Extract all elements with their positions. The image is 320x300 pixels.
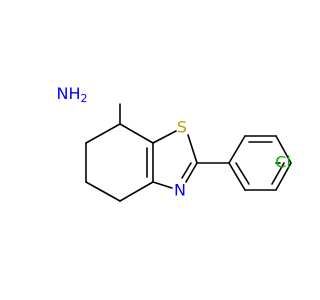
bond-ph-4 (275, 162, 292, 191)
atom-amine-label: NH2 (57, 84, 88, 106)
bond-s-c2 (187, 134, 198, 164)
amine-label: NH (57, 84, 81, 103)
bond-ch2-c3a (119, 181, 154, 202)
bond-c7-c7a (119, 123, 154, 144)
atom-chlorine-label: Cl (275, 153, 291, 172)
atom-nitrogen-label: N (174, 181, 186, 200)
bond-ph-3 (275, 135, 292, 164)
bond-ph-double-b (271, 162, 285, 185)
atom-sulfur-label: S (177, 118, 187, 137)
bond-c3a-n (152, 181, 173, 189)
bond-ph-1 (228, 135, 246, 164)
bond-ph-6 (228, 162, 246, 191)
bond-ch2-ch2-b (85, 181, 121, 202)
molecule-drawing: NH2 S N Cl (57, 84, 292, 202)
bond-c7-ch2 (85, 123, 121, 144)
bond-n-c2 (185, 162, 198, 183)
bond-c7a-s (152, 130, 177, 144)
bond-n-c2-double (181, 162, 192, 179)
amine-subscript: 2 (81, 92, 88, 105)
structure-canvas: NH2 S N Cl (57, 84, 292, 202)
bond-ph-double-c (235, 162, 250, 185)
